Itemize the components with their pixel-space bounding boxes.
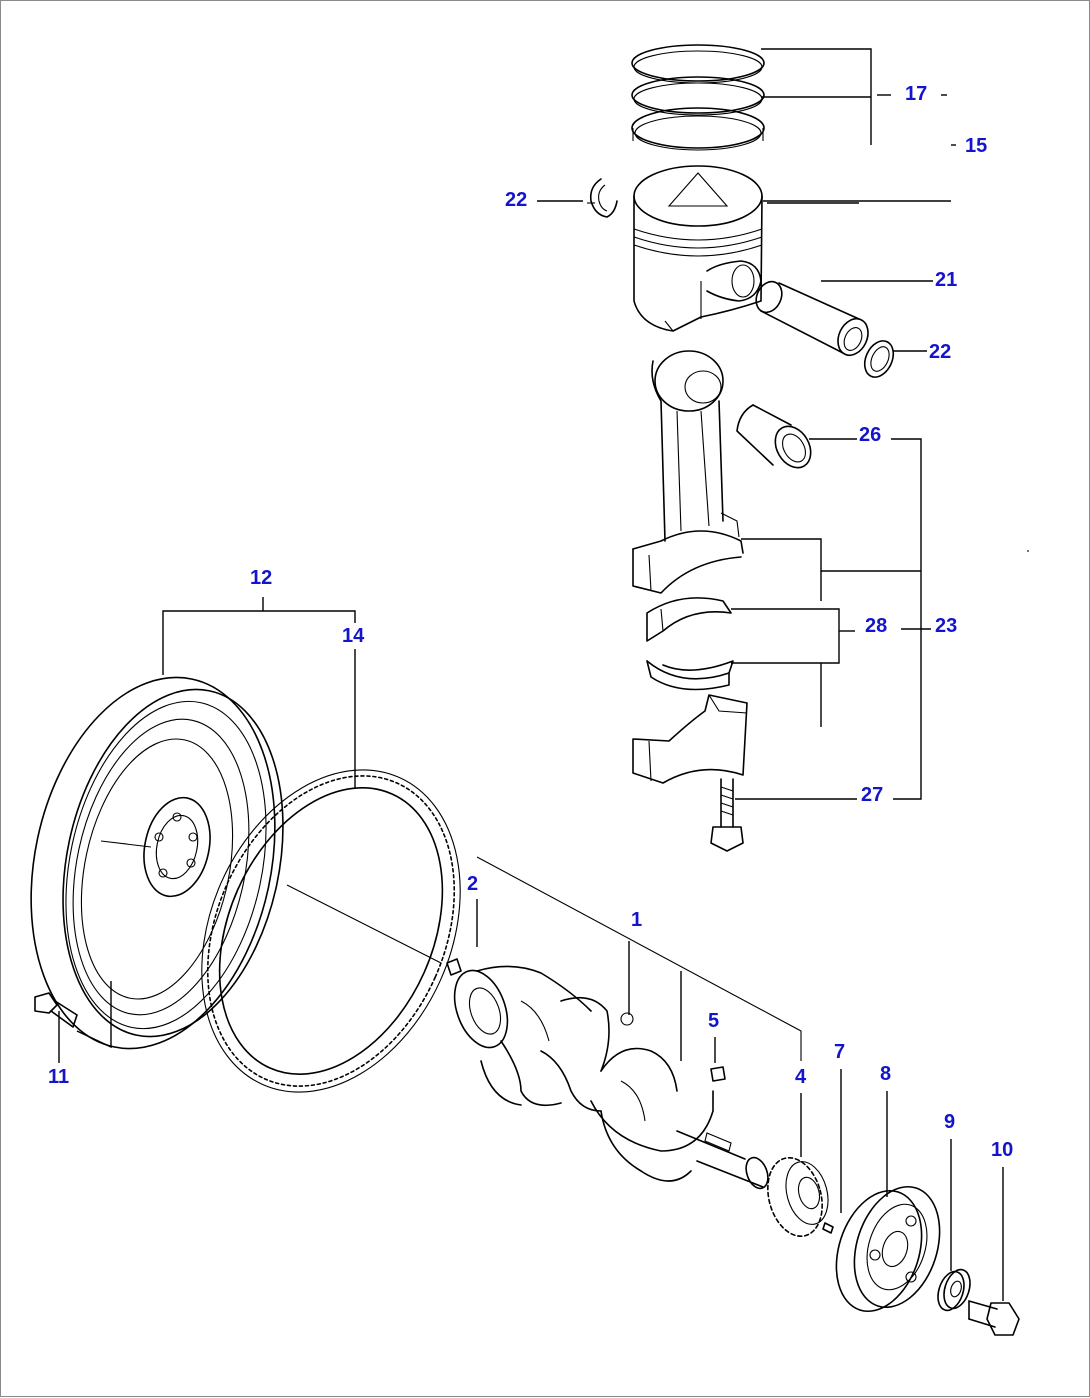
- callout-7[interactable]: 7: [834, 1041, 845, 1063]
- callout-4[interactable]: 4: [795, 1066, 807, 1088]
- circlip-right: [863, 340, 895, 378]
- pin: [822, 1222, 834, 1234]
- circlip-left: [587, 178, 618, 218]
- connecting-rod: [632, 350, 744, 594]
- pulley-bolt: [968, 1300, 1020, 1336]
- rod-bolt: [710, 778, 744, 852]
- washer: [937, 1268, 971, 1312]
- callout-5[interactable]: 5: [708, 1010, 719, 1032]
- leader-lines: [58, 48, 1029, 1301]
- ring-gear: [201, 769, 461, 1093]
- callout-1[interactable]: 1: [631, 909, 642, 931]
- callout-11[interactable]: 11: [48, 1066, 69, 1088]
- callout-2[interactable]: 2: [467, 873, 478, 895]
- key: [710, 1066, 726, 1082]
- callout-27[interactable]: 27: [861, 784, 883, 806]
- flywheel-bolt: [34, 992, 78, 1028]
- crankshaft: [453, 965, 769, 1190]
- callout-14[interactable]: 14: [342, 625, 365, 647]
- crank-pulley: [835, 1185, 941, 1313]
- callout-labels: 17 15 22 21 22 26 28 23 27 12 14 2 1 5 4…: [48, 83, 1013, 1161]
- callout-12[interactable]: 12: [250, 567, 272, 589]
- callout-23[interactable]: 23: [935, 615, 957, 637]
- rod-cap: [632, 694, 748, 784]
- callout-28[interactable]: 28: [865, 615, 887, 637]
- piston: [633, 165, 763, 332]
- dowel-pin: [446, 958, 462, 976]
- callout-17[interactable]: 17: [905, 83, 927, 105]
- flywheel: [30, 676, 284, 1050]
- callout-9[interactable]: 9: [944, 1111, 955, 1133]
- bearing-shells: [646, 597, 734, 691]
- callout-8[interactable]: 8: [880, 1063, 891, 1085]
- callout-10[interactable]: 10: [991, 1139, 1013, 1161]
- callout-26[interactable]: 26: [859, 424, 881, 446]
- callout-22-right[interactable]: 22: [929, 341, 951, 363]
- callout-22-left[interactable]: 22: [505, 189, 527, 211]
- piston-rings: [631, 44, 765, 151]
- callout-21[interactable]: 21: [935, 269, 957, 291]
- piston-pin: [755, 280, 869, 357]
- callout-15[interactable]: 15: [965, 135, 987, 157]
- crank-gear: [767, 1156, 829, 1238]
- small-end-bushing: [736, 404, 812, 469]
